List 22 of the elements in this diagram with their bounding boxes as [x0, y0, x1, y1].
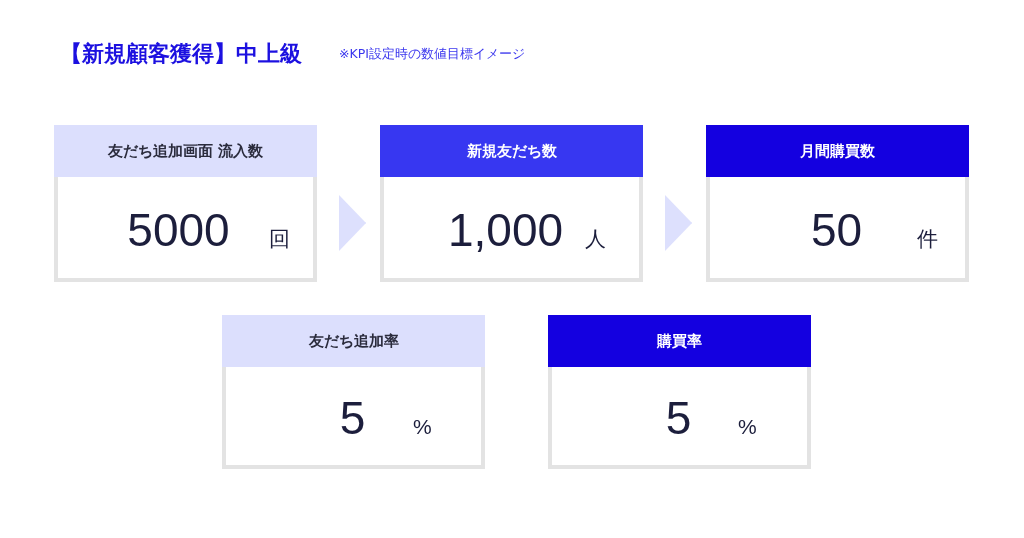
note-text: ※KPI設定時の数値目標イメージ	[339, 46, 525, 62]
unit-label: %	[413, 416, 432, 437]
metric-card	[706, 125, 969, 282]
unit-label: 件	[917, 227, 938, 249]
metric-value: 5	[665, 395, 692, 441]
metric-heading: 友だち追加画面 流入数	[54, 125, 317, 177]
metric-heading: 友だち追加率	[222, 315, 485, 367]
metric-value: 5000	[127, 206, 230, 253]
metric-card	[222, 315, 485, 469]
metric-card	[54, 125, 317, 282]
unit-label: 回	[269, 227, 290, 249]
page-title: 【新規顧客獲得】中上級	[60, 42, 302, 66]
metric-card	[548, 315, 811, 469]
metric-value: 5	[339, 395, 366, 441]
unit-label: 人	[585, 227, 606, 249]
metric-value: 50	[810, 206, 863, 253]
metric-value: 1,000	[447, 206, 564, 253]
metric-heading: 新規友だち数	[380, 125, 643, 177]
metric-card	[380, 125, 643, 282]
metric-heading: 購買率	[548, 315, 811, 367]
metric-heading: 月間購買数	[706, 125, 969, 177]
unit-label: %	[738, 416, 757, 437]
